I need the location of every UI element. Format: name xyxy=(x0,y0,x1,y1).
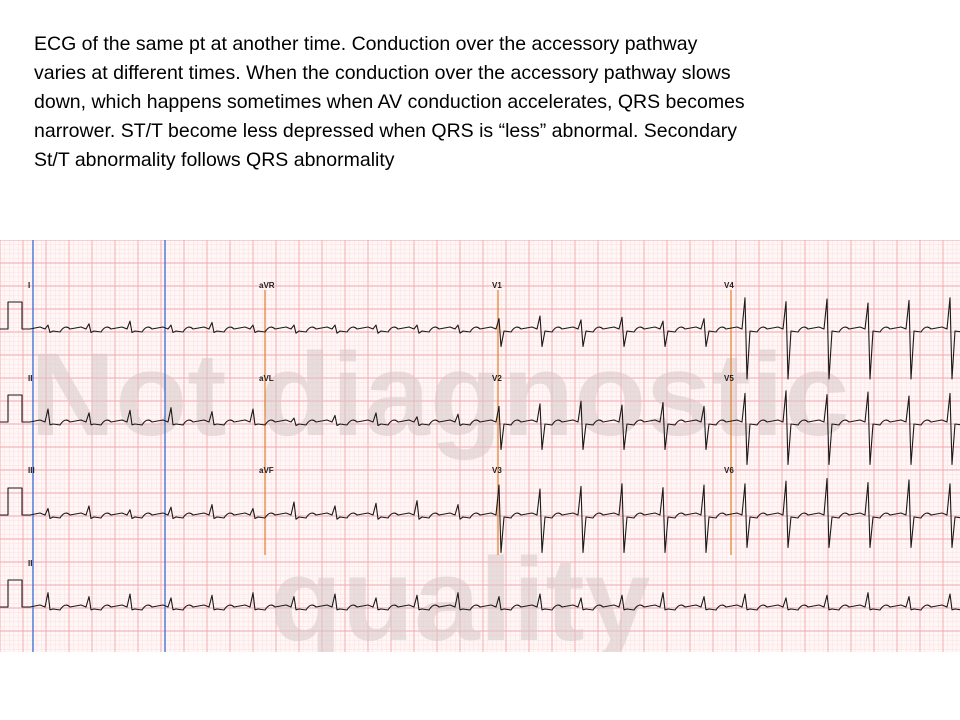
lead-label-v1: V1 xyxy=(492,281,502,290)
caption-line-3: down, which happens sometimes when AV co… xyxy=(34,91,745,113)
watermark: Not diagnostic quality xyxy=(30,329,849,652)
ecg-trace-row-3 xyxy=(0,478,960,554)
caption-line-5: St/T abnormality follows QRS abnormality xyxy=(34,149,395,171)
lead-label-avl: aVL xyxy=(259,374,274,383)
lead-label-v2: V2 xyxy=(492,374,502,383)
lead-label-ii-rhythm: II xyxy=(28,559,32,568)
lead-labels: I aVR V1 V4 II aVL V2 V5 III aVF V3 V6 I… xyxy=(28,281,734,568)
ecg-strip: Not diagnostic quality I aVR V1 V4 II aV… xyxy=(0,240,960,652)
lead-separators xyxy=(264,290,732,555)
ecg-trace-row-4 xyxy=(0,579,960,611)
lead-label-avr: aVR xyxy=(259,281,275,290)
caption-line-2: varies at different times. When the cond… xyxy=(34,62,731,84)
caption-text: ECG of the same pt at another time. Cond… xyxy=(34,30,934,175)
caption-line-4: narrower. ST/T become less depressed whe… xyxy=(34,120,738,142)
ecg-trace-row-2 xyxy=(0,390,960,466)
lead-label-avf: aVF xyxy=(259,466,274,475)
lead-label-iii: III xyxy=(28,466,35,475)
lead-label-i: I xyxy=(28,281,30,290)
ecg-trace-row-1 xyxy=(0,297,960,380)
lead-label-v3: V3 xyxy=(492,466,502,475)
lead-label-v6: V6 xyxy=(724,466,734,475)
lead-label-v4: V4 xyxy=(724,281,734,290)
lead-label-v5: V5 xyxy=(724,374,734,383)
watermark-line-2: quality xyxy=(270,534,650,652)
ecg-traces xyxy=(0,297,960,611)
lead-label-ii: II xyxy=(28,374,32,383)
caption-line-1: ECG of the same pt at another time. Cond… xyxy=(34,33,698,55)
watermark-line-1: Not diagnostic xyxy=(30,329,849,461)
